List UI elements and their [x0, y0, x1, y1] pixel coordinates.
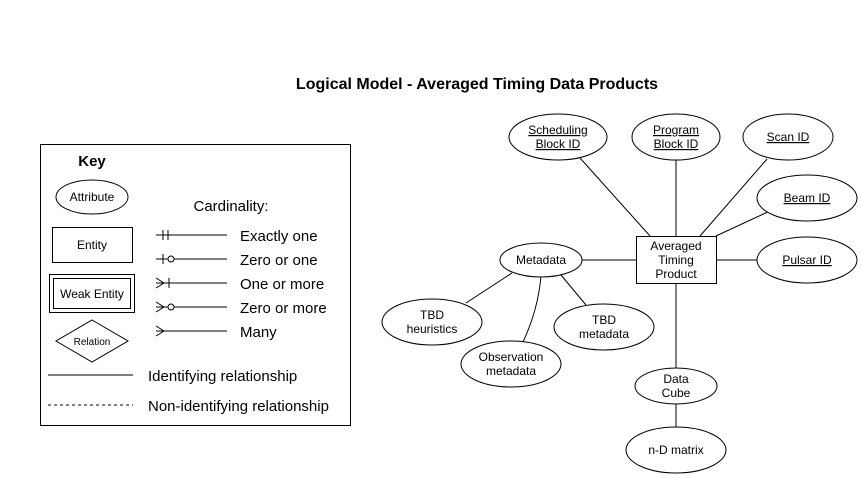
attribute-tbd-heuristics-line-1: TBD — [420, 308, 444, 322]
attribute-data-cube-line-2: Cube — [662, 386, 691, 400]
entity-averaged-timing-product — [636, 236, 717, 284]
connector-tbd-metadata — [560, 274, 587, 306]
cardinality-many-label: Many — [240, 324, 277, 341]
entity-label-line-2: Timing — [658, 253, 694, 267]
key-weak-entity-label: Weak Entity — [60, 287, 124, 301]
attribute-metadata — [499, 242, 583, 278]
attribute-pulsar-id — [756, 236, 858, 284]
attribute-program-block-id — [631, 113, 721, 161]
key-legend: Key Attribute Entity Weak Entity Relatio… — [40, 144, 351, 426]
cardinality-zero-or-more-label: Zero or more — [240, 300, 327, 317]
attribute-observation-metadata — [460, 340, 562, 388]
entity-label-line-1: Averaged — [650, 239, 701, 253]
attribute-tbd-metadata-line-1: TBD — [592, 313, 616, 327]
attribute-tbd-heuristics-line-2: heuristics — [407, 322, 458, 336]
attribute-tbd-metadata-line-2: metadata — [579, 327, 629, 341]
attribute-scan-id — [742, 113, 834, 161]
attribute-scan-id-label: Scan ID — [767, 130, 810, 144]
connector-scheduling-block — [579, 157, 651, 237]
attribute-metadata-label: Metadata — [516, 253, 566, 267]
key-attribute-shape — [55, 179, 129, 215]
attribute-pulsar-id-label: Pulsar ID — [782, 253, 832, 267]
attribute-tbd-heuristics — [381, 298, 483, 346]
key-entity-shape — [52, 227, 133, 263]
attribute-scheduling-block-id — [508, 113, 608, 161]
cardinality-crow-1 — [155, 277, 165, 289]
key-entity-label: Entity — [77, 238, 107, 252]
attribute-nd-matrix — [625, 426, 727, 474]
attribute-observation-metadata-line-2: metadata — [486, 364, 536, 378]
attribute-beam-id-label: Beam ID — [784, 191, 831, 205]
attribute-data-cube — [634, 367, 718, 405]
entity-label-line-3: Product — [655, 267, 697, 281]
attribute-program-block-id-line-2: Block ID — [654, 137, 699, 151]
cardinality-crow-3 — [155, 325, 165, 337]
diagram-title: Logical Model - Averaged Timing Data Pro… — [296, 76, 658, 93]
cardinality-circle-1 — [167, 255, 175, 263]
cardinality-one-or-more-label: One or more — [240, 276, 324, 293]
key-attribute-label: Attribute — [70, 190, 115, 204]
key-cardinality-heading: Cardinality: — [193, 198, 268, 215]
cardinality-zero-or-one-label: Zero or one — [240, 252, 318, 269]
attribute-scheduling-block-id-line-1: Scheduling — [528, 123, 587, 137]
attribute-nd-matrix-label: n-D matrix — [648, 443, 703, 457]
attribute-scheduling-block-id-line-2: Block ID — [536, 137, 581, 151]
connector-scan-id — [699, 158, 768, 237]
key-relation-shape — [55, 319, 129, 363]
key-weak-entity-inner — [53, 278, 131, 309]
cardinality-exactly-one-label: Exactly one — [240, 228, 318, 245]
key-heading: Key — [78, 153, 106, 170]
attribute-data-cube-line-1: Data — [663, 372, 689, 386]
attribute-tbd-metadata — [553, 303, 655, 351]
cardinality-circle-2 — [167, 303, 175, 311]
non-identifying-relationship-label: Non-identifying relationship — [148, 398, 329, 415]
identifying-relationship-label: Identifying relationship — [148, 368, 297, 385]
cardinality-crow-2 — [155, 301, 165, 313]
connector-beam-id — [715, 209, 773, 237]
connector-observation-metadata — [522, 275, 542, 343]
attribute-observation-metadata-line-1: Observation — [479, 350, 544, 364]
connector-tbd-heuristics — [465, 272, 513, 304]
attribute-beam-id — [756, 174, 858, 222]
main-diagram: Averaged Timing Product Scheduling Block… — [381, 113, 858, 474]
key-relation-label: Relation — [74, 337, 111, 348]
attribute-program-block-id-line-1: Program — [653, 123, 699, 137]
